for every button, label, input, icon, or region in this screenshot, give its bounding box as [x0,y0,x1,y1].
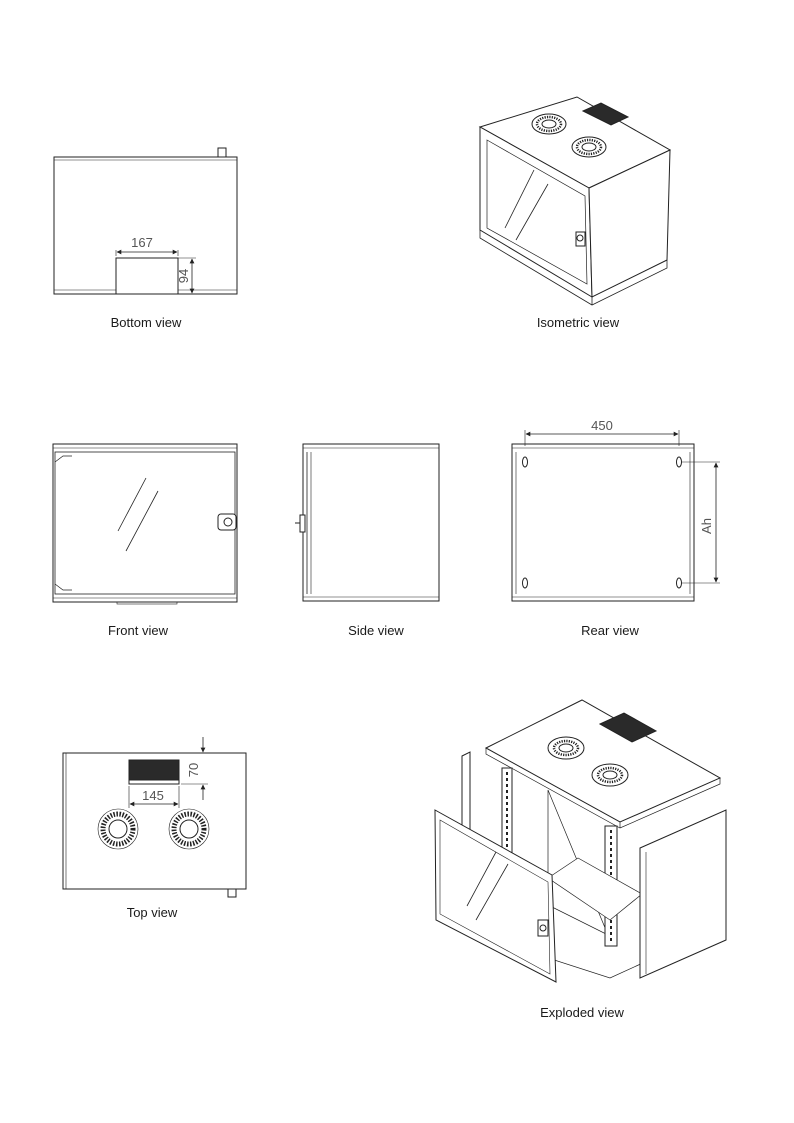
lock-icon [217,513,237,531]
top-view [62,737,247,898]
mount-hole-icon [676,456,682,468]
isometric-view-caption: Isometric view [537,315,620,330]
rear-view-caption: Rear view [581,623,639,638]
side-view [295,443,440,602]
fan-icon [97,808,139,850]
rear-height-dimension: Ah [699,518,714,534]
fan-icon [547,736,585,760]
fan-icon [571,136,607,158]
cable-entry-icon [598,712,658,743]
top-height-dimension: 70 [186,763,201,777]
exploded-view-caption: Exploded view [540,1005,624,1020]
fan-icon [591,763,629,787]
cable-entry-icon [128,759,180,781]
mount-hole-icon [522,577,528,589]
bottom-width-dimension: 167 [131,235,153,250]
mount-hole-icon [522,456,528,468]
fan-icon [531,113,567,135]
front-view [52,443,238,605]
bottom-height-dimension: 94 [176,269,191,283]
lock-tab-icon [217,147,227,158]
fan-icon [168,808,210,850]
rear-width-dimension: 450 [591,418,613,433]
top-view-caption: Top view [127,905,178,920]
rear-view [511,430,720,602]
top-width-dimension: 145 [142,788,164,803]
cable-entry-icon [581,102,630,126]
exploded-view [434,699,727,983]
side-view-caption: Side view [348,623,404,638]
bottom-view [53,147,238,295]
front-view-caption: Front view [108,623,169,638]
lock-icon [537,919,549,937]
bottom-view-caption: Bottom view [111,315,182,330]
isometric-view [478,96,672,306]
mount-hole-icon [676,577,682,589]
